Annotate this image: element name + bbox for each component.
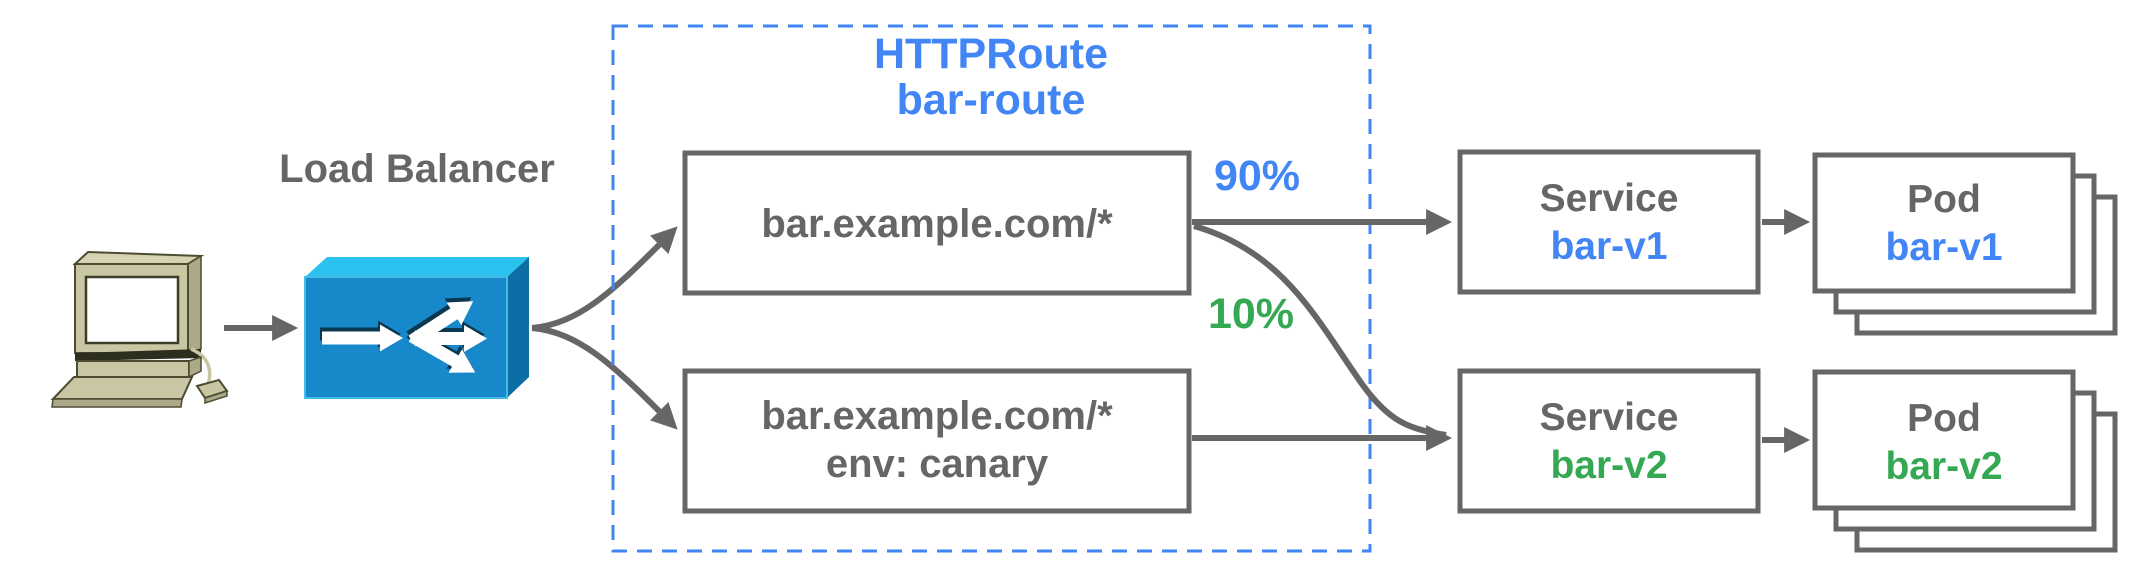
weight-90-label: 90% [1214,152,1300,200]
httproute-title: HTTPRoute [874,30,1108,78]
arrow-lb-to-rule1 [531,226,678,331]
monitor-neck [75,349,201,361]
match-rule-1-label: bar.example.com/* [761,202,1113,246]
load-balancer-label: Load Balancer [279,147,555,191]
pod-bar-v1-stack: Pod bar-v1 [1812,152,2118,336]
computer-base-side [188,355,202,379]
match-rule-2-box [682,368,1192,514]
mouse-front [204,389,228,405]
httproute-name: bar-route [897,76,1086,124]
pod-bar-v1-box [1812,152,2076,294]
service-bar-v1-box [1457,149,1761,295]
mouse-cable [190,347,212,386]
match-rule-2-label: bar.example.com/* [761,394,1113,438]
load-balancer-icon [304,257,529,399]
service-bar-v2-type-label: Service [1540,396,1679,439]
service-bar-v1-name-label: bar-v1 [1550,225,1667,268]
arrow-rule1-to-service-v2-split [1193,223,1447,438]
monitor-side-face [187,254,202,355]
keyboard-top [50,376,194,400]
match-rule-1-box [682,150,1192,296]
service-bar-v2-box [1457,368,1761,514]
pod-bar-v1-type-label: Pod [1907,178,1981,221]
httproute-group-box [611,24,1372,553]
client-computer-icon [50,250,229,408]
lb-side-face [507,257,529,398]
match-rule-2-header-label: env: canary [826,442,1049,486]
lb-top-face [305,257,529,277]
pod-bar-v2-name-label: bar-v2 [1885,445,2002,488]
pod-bar-v1-name-label: bar-v1 [1885,226,2002,269]
pod-bar-v2-stack: Pod bar-v2 [1812,369,2118,553]
pod-bar-v2-box [1812,369,2076,511]
service-bar-v1-type-label: Service [1540,177,1679,220]
keyboard-front [51,398,183,408]
computer-base [76,360,190,378]
monitor-top-face [72,250,205,265]
weight-10-label: 10% [1208,290,1294,338]
monitor-screen [84,275,180,345]
service-bar-v2-name-label: bar-v2 [1550,444,1667,487]
pod-bar-v2-type-label: Pod [1907,397,1981,440]
arrow-lb-to-rule2 [531,325,678,430]
